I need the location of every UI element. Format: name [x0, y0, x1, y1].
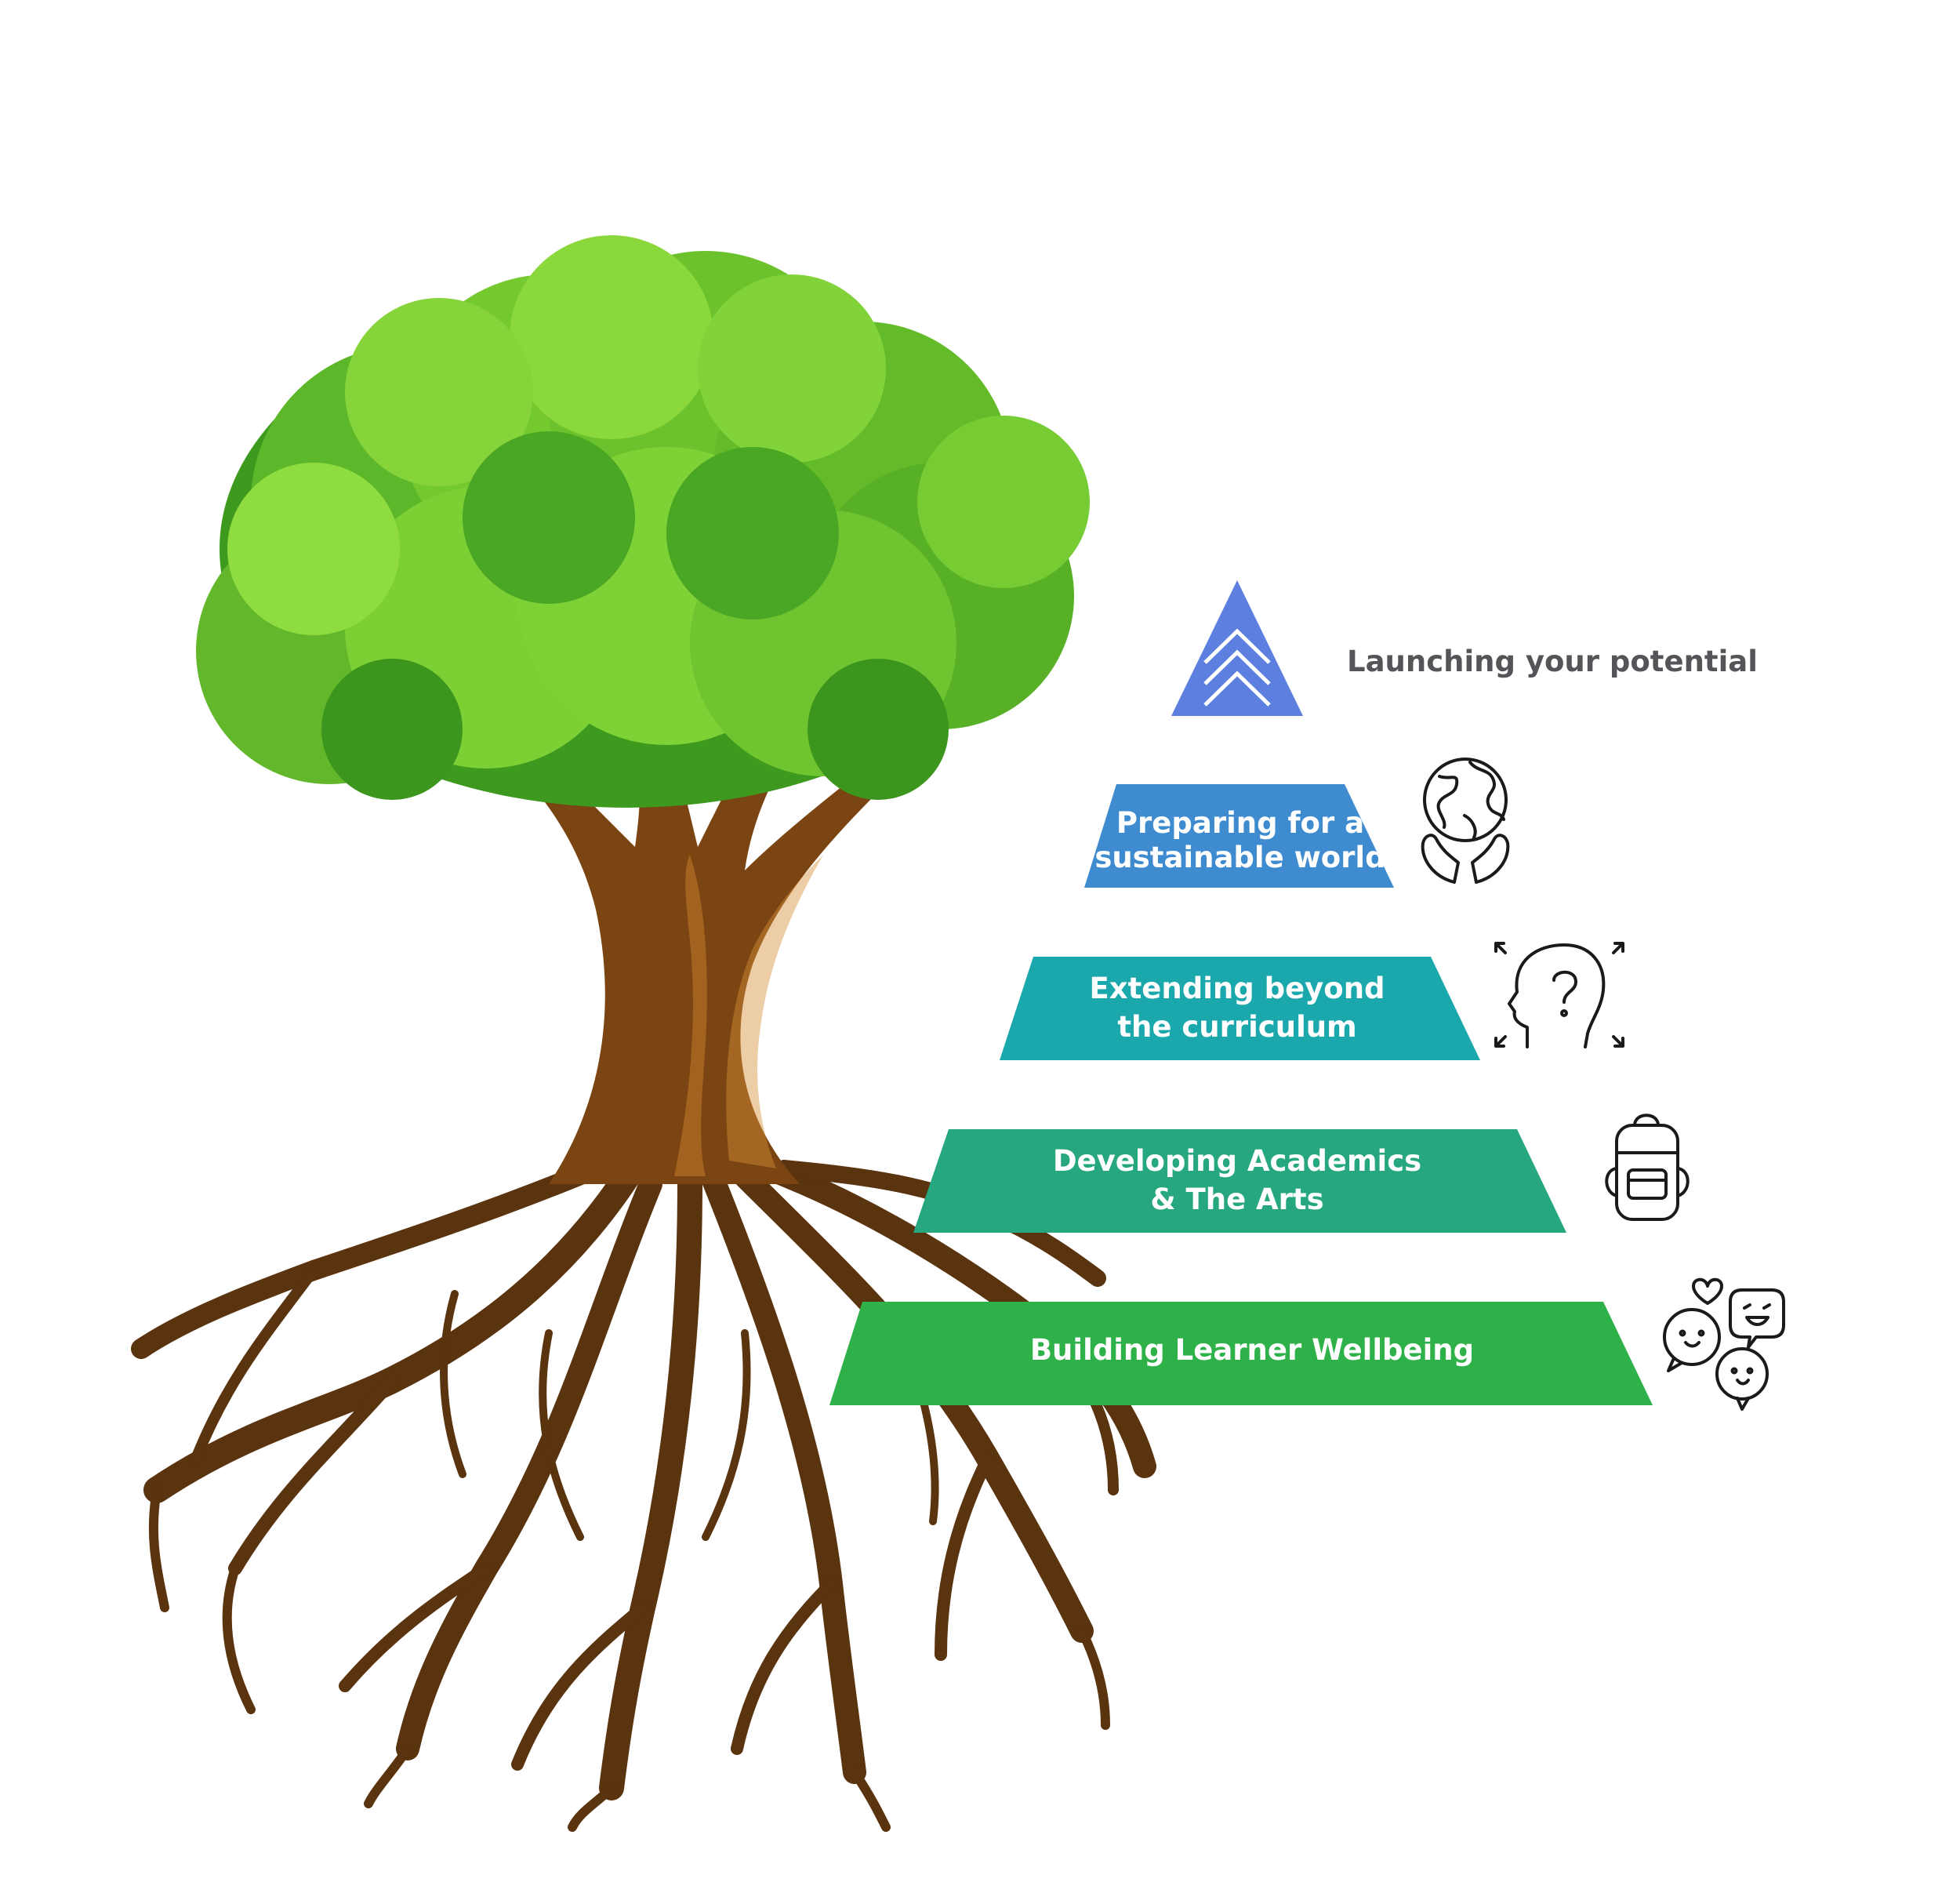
tree-with-roots-icon [131, 235, 1156, 1832]
tier-2-line1: Extending beyond [1089, 972, 1385, 1005]
globe-in-hands-icon [1421, 758, 1510, 884]
backpack-icon [1605, 1114, 1690, 1221]
tier-3: Developing Academics & The Arts [913, 1129, 1566, 1233]
tier-1-line2: sustainable world [1094, 841, 1385, 874]
tier-3-line1: Developing Academics [1053, 1144, 1421, 1178]
tier-3-line2: & The Arts [1150, 1183, 1323, 1216]
chat-bubbles-icon [1663, 1277, 1785, 1411]
top-label: Launching your potential [1347, 645, 1758, 678]
tier-4: Building Learner Wellbeing [829, 1302, 1653, 1405]
head-question-icon [1494, 942, 1624, 1048]
tier-4-line1: Building Learner Wellbeing [1030, 1333, 1474, 1367]
double-chevron-up-icon [1203, 628, 1271, 707]
apex-triangle [1171, 580, 1303, 716]
tier-1: Preparing for a sustainable world [1084, 784, 1394, 888]
tier-2: Extending beyond the curriculum [1000, 957, 1480, 1060]
tier-2-line2: the curriculum [1117, 1010, 1356, 1044]
tier-1-line1: Preparing for a [1116, 806, 1364, 840]
